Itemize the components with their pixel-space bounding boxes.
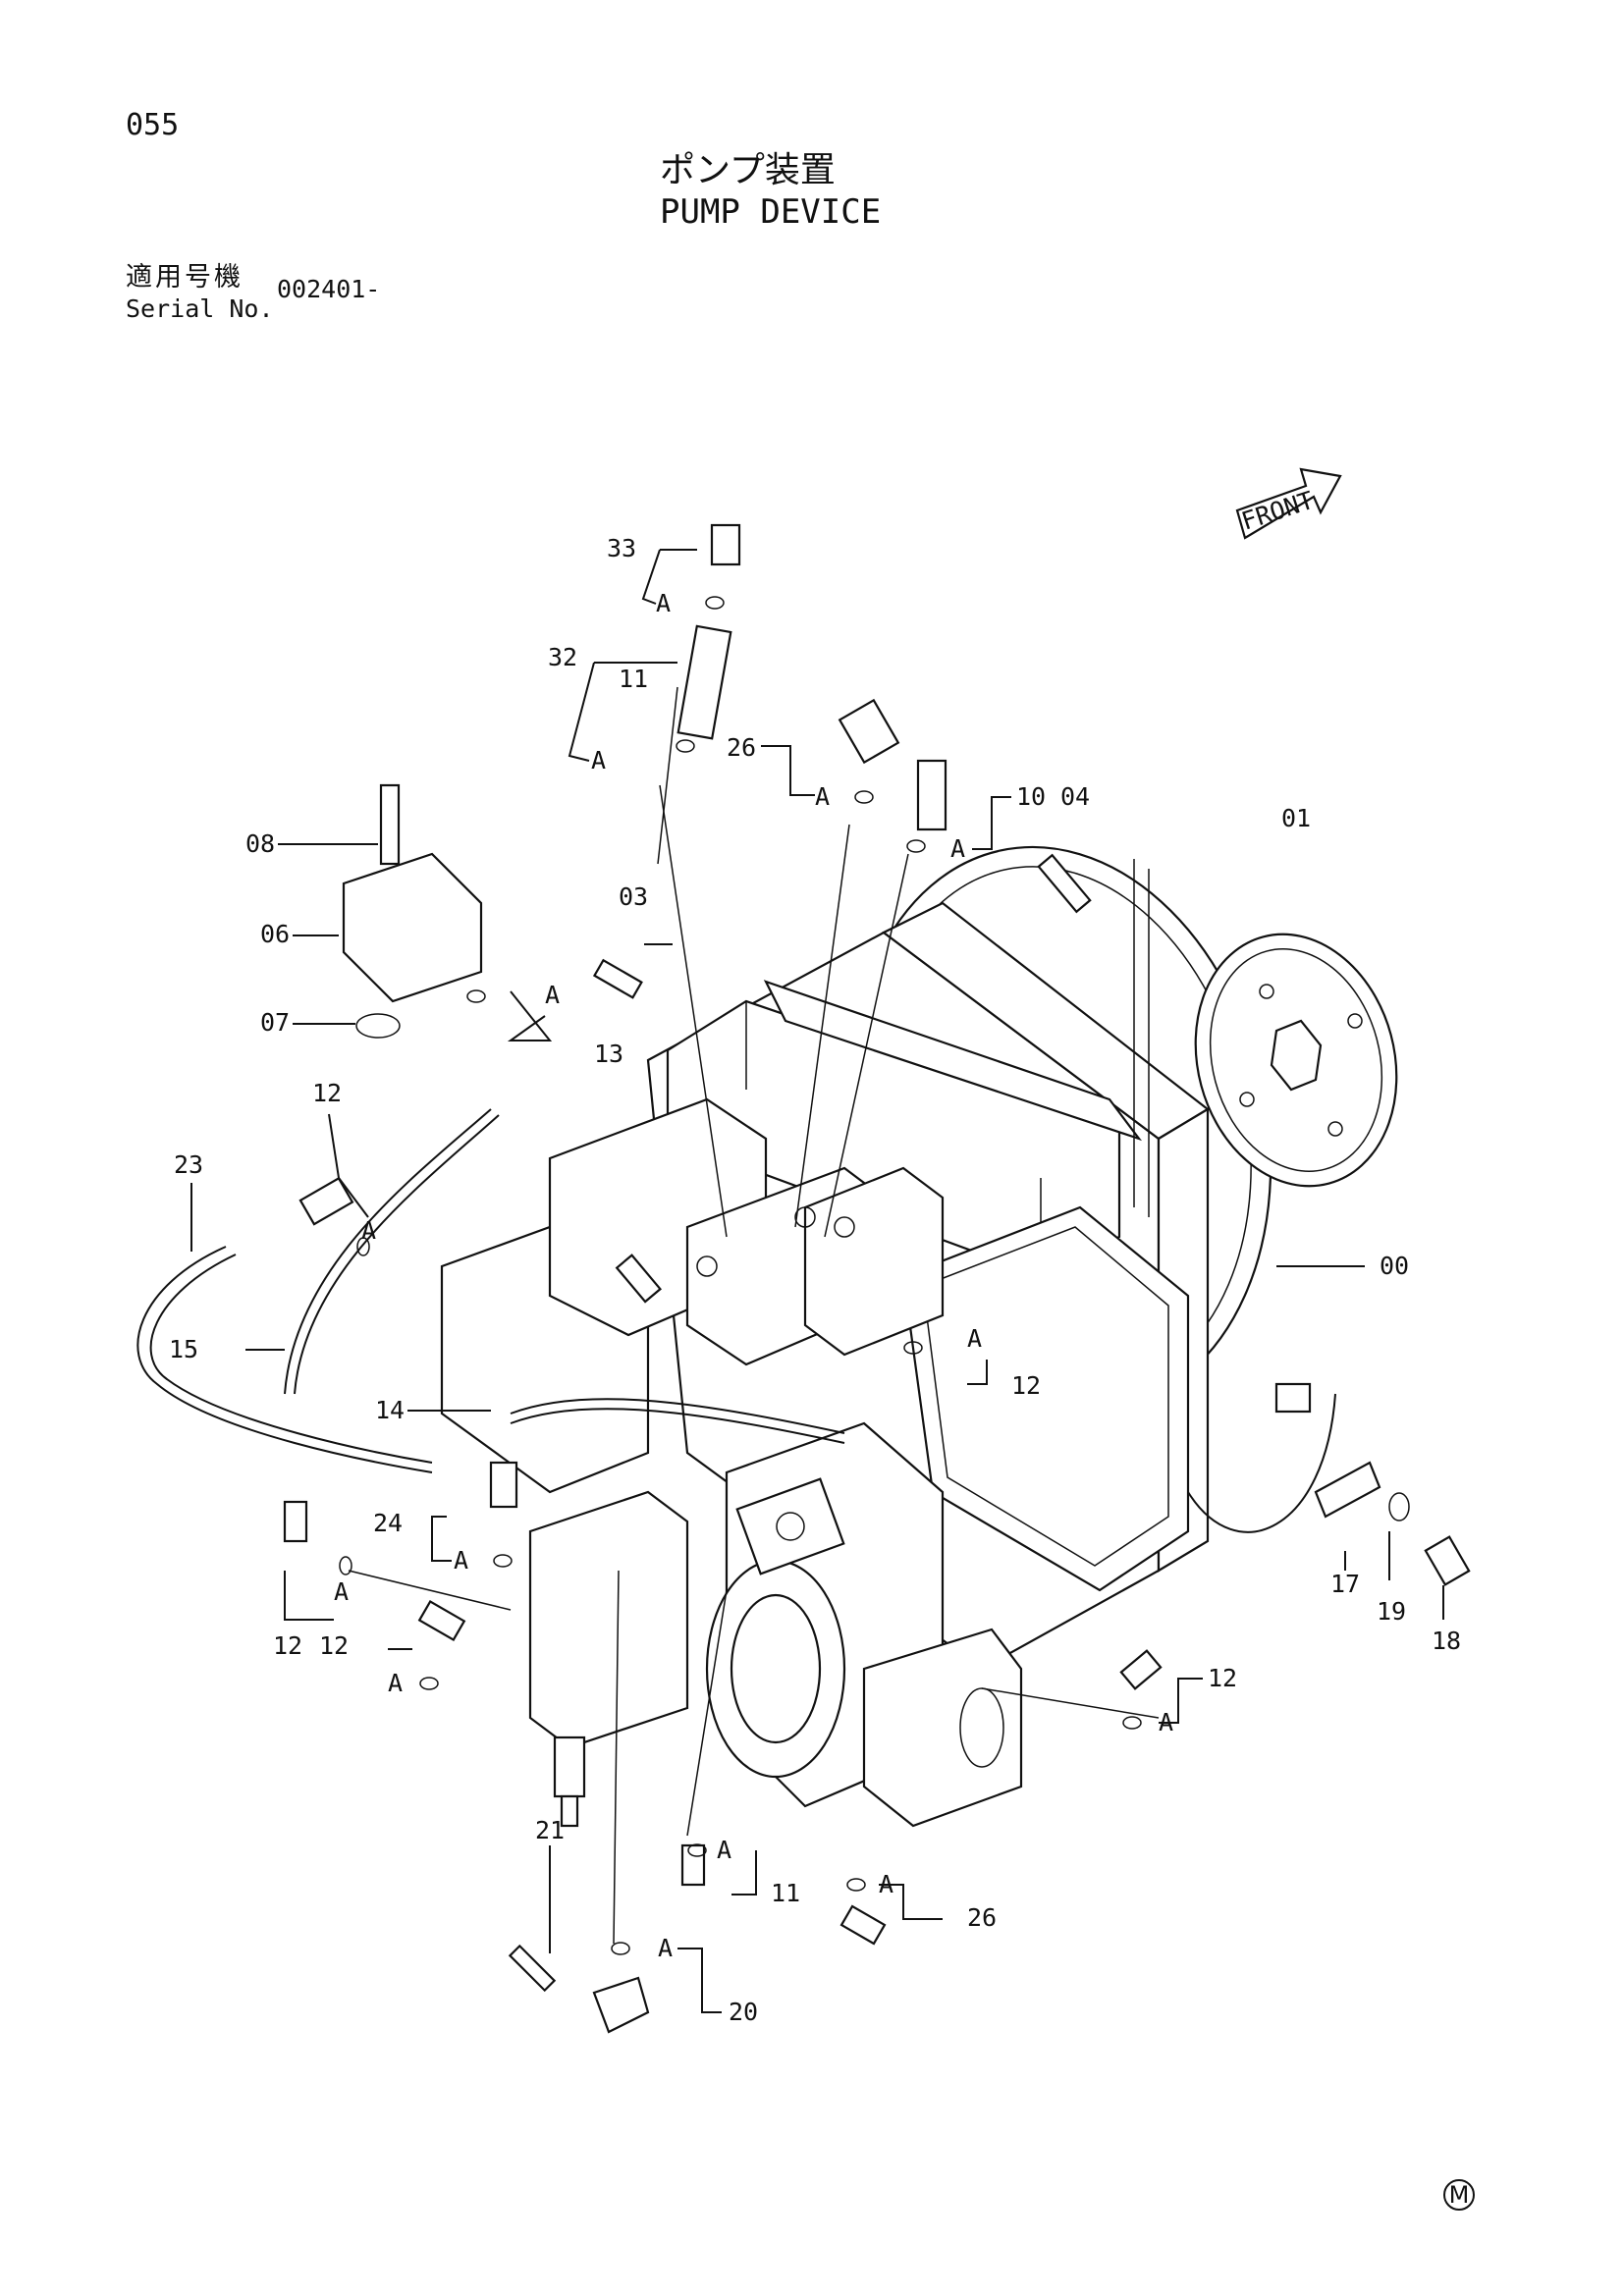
callout-12-lower-left-b: 12 bbox=[319, 1631, 349, 1660]
a-markers: A A A A A A A A A A A A A A bbox=[334, 589, 1173, 1962]
hose-drawing bbox=[136, 1108, 1336, 1533]
callout-01: 01 bbox=[1281, 804, 1311, 832]
callout-21: 21 bbox=[535, 1816, 565, 1844]
callout-26-bottom: 26 bbox=[967, 1903, 997, 1932]
callout-00: 00 bbox=[1380, 1252, 1409, 1280]
pump-housing-drawing bbox=[440, 845, 1398, 1828]
a-marker: A bbox=[388, 1669, 403, 1697]
front-label: FRONT bbox=[1238, 486, 1318, 536]
callout-07: 07 bbox=[260, 1008, 290, 1037]
a-marker: A bbox=[879, 1870, 893, 1898]
callout-14: 14 bbox=[375, 1396, 405, 1424]
serial-label-japanese: 適用号機 bbox=[126, 262, 244, 293]
bolt-icon bbox=[379, 783, 401, 866]
a-marker: A bbox=[591, 746, 606, 774]
page-number: 055 bbox=[126, 108, 180, 142]
callout-12-upper-left: 12 bbox=[312, 1079, 342, 1107]
a-marker: A bbox=[454, 1546, 468, 1575]
a-marker: A bbox=[717, 1836, 731, 1864]
a-marker: A bbox=[545, 981, 560, 1009]
leader-lines bbox=[190, 549, 1444, 2013]
a-marker: A bbox=[967, 1324, 982, 1353]
callout-23: 23 bbox=[174, 1150, 203, 1179]
page-title-english: PUMP DEVICE bbox=[660, 192, 882, 232]
sensor-block-icon bbox=[677, 624, 732, 740]
callout-20: 20 bbox=[729, 1998, 758, 2026]
page-title-japanese: ポンプ装置 bbox=[660, 150, 836, 190]
serial-number-value: 002401- bbox=[277, 275, 381, 303]
callout-32: 32 bbox=[548, 643, 577, 671]
a-marker: A bbox=[658, 1934, 673, 1962]
footer-mark: M bbox=[1443, 2179, 1475, 2211]
callout-15: 15 bbox=[169, 1335, 198, 1363]
callout-24: 24 bbox=[373, 1509, 403, 1537]
callout-04: 04 bbox=[1060, 782, 1090, 811]
callout-19: 19 bbox=[1377, 1597, 1406, 1626]
a-marker: A bbox=[334, 1577, 349, 1606]
a-marker: A bbox=[361, 1216, 376, 1245]
a-marker: A bbox=[950, 834, 965, 863]
callout-06: 06 bbox=[260, 920, 290, 948]
callout-12-center-right: 12 bbox=[1011, 1371, 1041, 1400]
callout-11-bottom: 11 bbox=[771, 1879, 800, 1907]
a-marker: A bbox=[815, 782, 830, 811]
callout-11-top: 11 bbox=[619, 665, 648, 693]
serial-label-english: Serial No. bbox=[126, 294, 274, 323]
callout-26-top: 26 bbox=[727, 733, 756, 762]
a-marker: A bbox=[1159, 1708, 1173, 1736]
callout-33: 33 bbox=[607, 534, 636, 562]
block-06-icon bbox=[342, 852, 483, 1003]
callout-10: 10 bbox=[1016, 782, 1046, 811]
callout-13: 13 bbox=[594, 1040, 623, 1068]
callout-03: 03 bbox=[619, 882, 648, 911]
callout-17: 17 bbox=[1330, 1570, 1360, 1598]
callout-12-lower-left-a: 12 bbox=[273, 1631, 302, 1660]
fittings-drawing bbox=[283, 523, 1471, 2034]
front-arrow-icon: FRONT bbox=[1235, 467, 1342, 540]
callout-12-lower-right: 12 bbox=[1208, 1664, 1237, 1692]
a-marker: A bbox=[656, 589, 671, 617]
callout-18: 18 bbox=[1432, 1627, 1461, 1655]
pressure-sensor-icon bbox=[710, 523, 741, 566]
callout-08: 08 bbox=[245, 829, 275, 858]
callout-labels: 33 32 11 26 10 04 01 08 06 07 03 13 12 2… bbox=[169, 534, 1461, 2026]
